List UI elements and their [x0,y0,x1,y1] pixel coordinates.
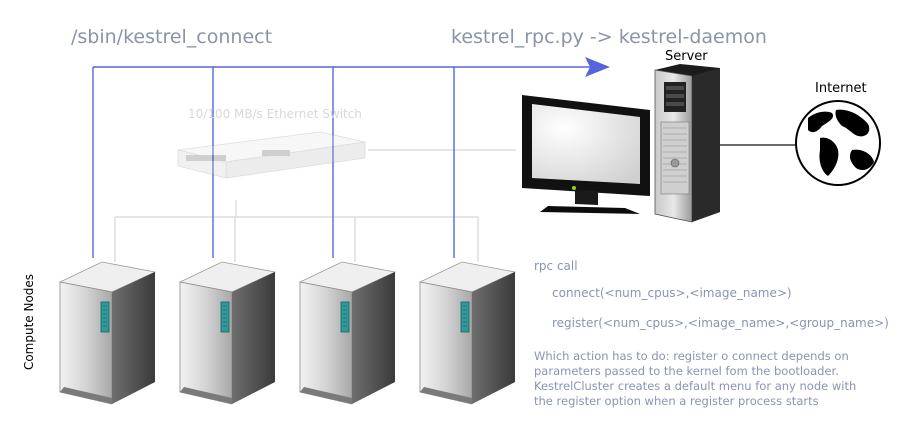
server-label: Server [665,49,708,64]
switch-label: 10/100 MB/s Ethernet Switch [188,107,362,121]
ethernet-switch-icon [177,131,366,179]
rpc-register-signature: register(<num_cpus>,<image_name>,<group_… [552,316,889,330]
internet-label: Internet [815,81,867,96]
note-line: parameters passed to the kernel fom the … [534,364,839,378]
globe-icon [795,100,881,186]
note-line: Which action has to do: register o conne… [534,349,849,363]
compute-node-3 [299,261,396,405]
rpc-call-title: rpc call [534,259,578,273]
compute-nodes-label: Compute Nodes [22,273,37,371]
compute-node-4 [419,261,516,405]
script-path-label: /sbin/kestrel_connect [71,26,273,48]
action-note: Which action has to do: register o conne… [534,349,879,409]
network-lines [114,149,516,262]
note-line: KestrelCluster creates a default menu fo… [534,379,857,393]
compute-node-1 [59,261,156,405]
server-pc-icon [654,64,720,223]
note-line: the register option when a register proc… [534,394,819,408]
rpc-connect-signature: connect(<num_cpus>,<image_name>) [552,286,792,300]
rpc-lines [92,66,598,258]
rpc-target-label: kestrel_rpc.py -> kestrel-daemon [451,26,767,48]
arrow-right-icon [585,57,610,77]
compute-node-2 [179,261,276,405]
monitor-icon [522,95,650,214]
